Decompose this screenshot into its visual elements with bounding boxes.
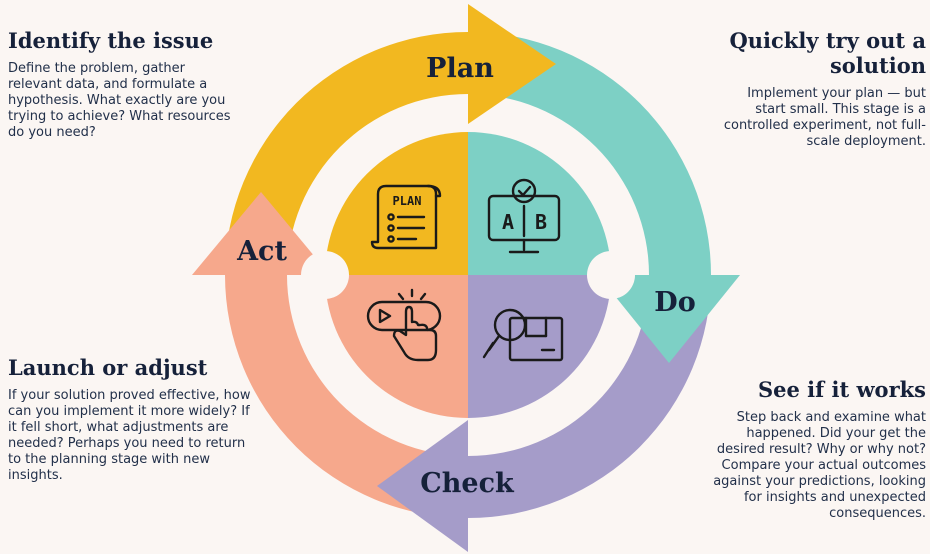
act-label: Act — [236, 236, 287, 267]
act-quadrant — [325, 275, 468, 418]
plan-ring-segment — [225, 32, 468, 275]
panel-title: Quickly try out a solution — [729, 28, 926, 78]
act-ring-segment — [225, 275, 468, 518]
panel-launch-adjust: Launch or adjust If your solution proved… — [8, 355, 258, 484]
ab-test-monitor-icon: A B — [487, 178, 561, 254]
panel-see-if-works: See if it works Step back and examine wh… — [696, 377, 926, 522]
panel-body: If your solution proved effective, how c… — [8, 388, 251, 483]
right-notch — [587, 251, 635, 299]
left-notch — [301, 251, 349, 299]
panel-title: Launch or adjust — [8, 355, 208, 380]
plan-label: Plan — [426, 53, 494, 84]
click-hand-icon — [366, 288, 442, 362]
magnifier-box-icon — [482, 308, 564, 362]
panel-body: Define the problem, gather relevant data… — [8, 61, 231, 140]
panel-title: Identify the issue — [8, 28, 214, 53]
plan-arrowhead — [468, 4, 556, 124]
do-ring-segment — [468, 32, 711, 275]
ab-icon-b: B — [535, 210, 547, 234]
plan-scroll-icon: PLAN — [370, 184, 442, 250]
do-arrowhead — [598, 275, 740, 363]
panel-body: Step back and examine what happened. Did… — [713, 410, 926, 521]
ab-icon-a: A — [502, 210, 514, 234]
check-label: Check — [420, 468, 515, 499]
panel-body: Implement your plan — but start small. T… — [723, 86, 926, 149]
check-arrowhead — [377, 420, 468, 552]
panel-identify-issue: Identify the issue Define the problem, g… — [8, 28, 238, 141]
plan-icon-text: PLAN — [393, 194, 422, 208]
do-label: Do — [654, 287, 695, 318]
plan-quadrant — [325, 132, 468, 275]
panel-try-solution: Quickly try out a solution Implement you… — [716, 28, 926, 150]
act-arrowhead — [192, 192, 330, 275]
panel-title: See if it works — [757, 377, 926, 402]
